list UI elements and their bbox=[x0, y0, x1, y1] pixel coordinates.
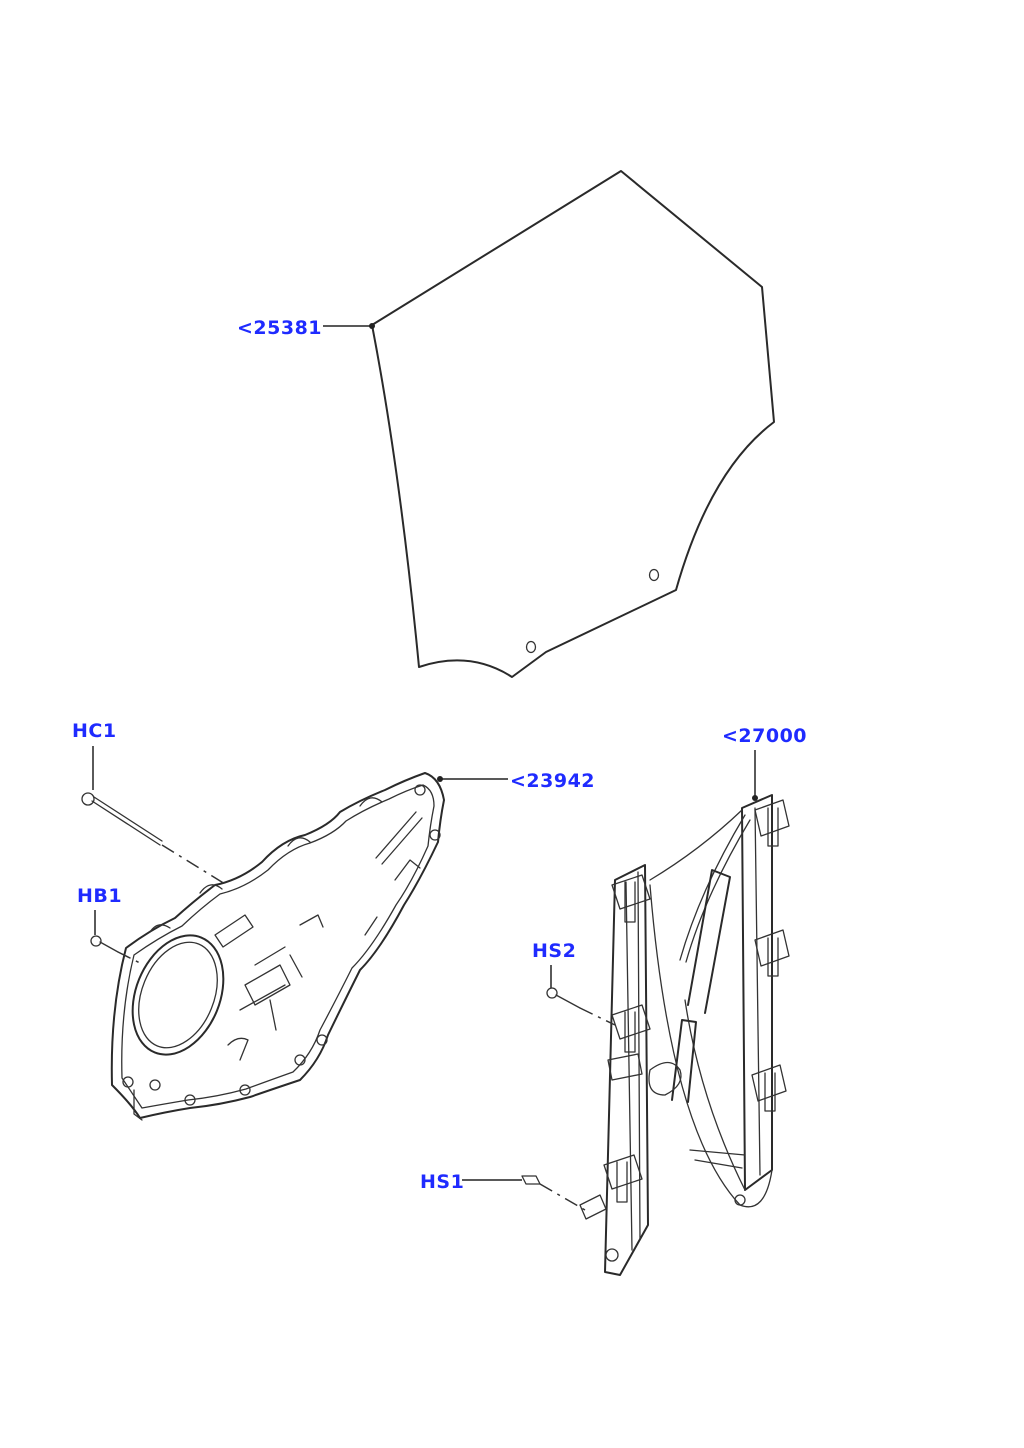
glass-mount-hole bbox=[648, 568, 660, 582]
callout-hb1[interactable]: HB1 bbox=[77, 885, 123, 907]
speaker-opening bbox=[131, 934, 225, 1056]
callout-25381[interactable]: <25381 bbox=[237, 317, 323, 339]
callout-23942[interactable]: <23942 bbox=[510, 770, 596, 792]
screw-hs1 bbox=[462, 1175, 586, 1211]
screw-hb1 bbox=[90, 910, 141, 964]
glass-mount-hole bbox=[525, 640, 537, 654]
callout-27000[interactable]: <27000 bbox=[722, 725, 808, 747]
door-module-panel bbox=[110, 772, 445, 1121]
callout-hs1[interactable]: HS1 bbox=[420, 1171, 465, 1193]
window-regulator bbox=[579, 794, 790, 1276]
leader-regulator bbox=[752, 750, 758, 801]
screw-hc1 bbox=[81, 746, 226, 885]
leader-panel bbox=[437, 776, 508, 782]
leader-glass bbox=[323, 323, 375, 329]
callout-hs2[interactable]: HS2 bbox=[532, 940, 577, 962]
screw-hs2 bbox=[546, 965, 616, 1026]
callout-hc1[interactable]: HC1 bbox=[72, 720, 117, 742]
door-glass bbox=[371, 170, 775, 678]
